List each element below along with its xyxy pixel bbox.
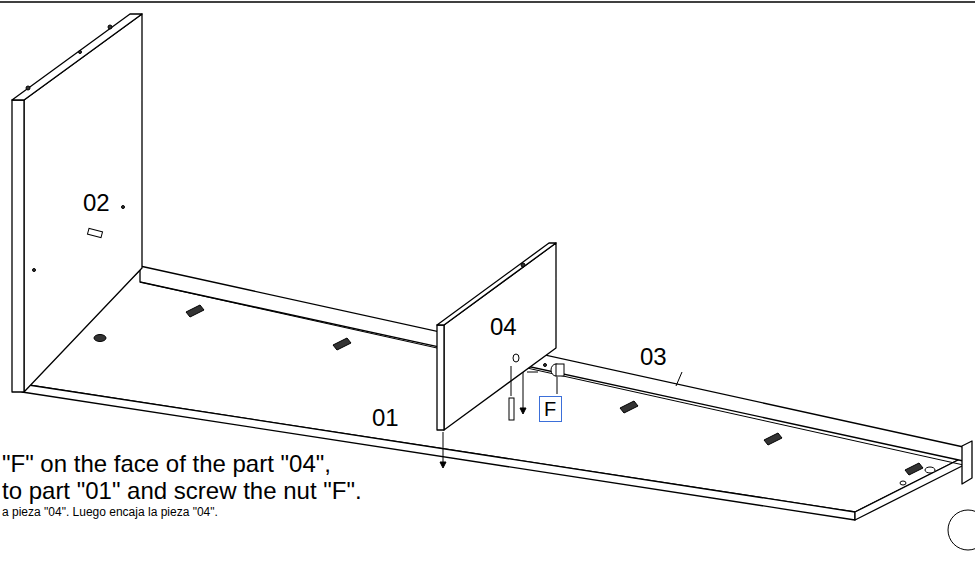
- end-piece: [962, 441, 972, 484]
- assembly-arrow: [523, 372, 524, 412]
- part-number: 03: [640, 344, 667, 370]
- assembly-arrow: [443, 432, 444, 466]
- arrow-head: [520, 408, 526, 414]
- instruction-text: to part "01" and screw the nut "F".: [2, 478, 362, 504]
- clip: [905, 463, 923, 475]
- divider-panel-top: [437, 243, 556, 325]
- side-panel-top: [12, 14, 142, 100]
- clip: [186, 305, 204, 317]
- cam-bolt-head: [513, 354, 519, 362]
- hole: [544, 364, 547, 367]
- dowel: [87, 228, 102, 237]
- clip: [764, 433, 782, 445]
- pin: [108, 25, 112, 29]
- hardware-letter: F: [544, 398, 561, 420]
- hole: [925, 467, 935, 473]
- cam-bolt: [509, 398, 514, 420]
- side-panel: [24, 14, 142, 392]
- clip: [620, 401, 638, 413]
- leader-line: [527, 372, 538, 373]
- divider-panel-edge: [437, 325, 444, 430]
- cam-nut: [556, 364, 564, 376]
- instruction-text: a pieza "04". Luego encaja la pieza "04"…: [2, 506, 218, 519]
- arrow-head: [440, 462, 446, 468]
- part-number: 04: [490, 314, 517, 340]
- part-number: 01: [372, 405, 399, 431]
- part-number: 02: [83, 190, 110, 216]
- pin: [79, 51, 82, 54]
- step-circle: [948, 510, 975, 550]
- leader-line: [511, 366, 512, 396]
- clip: [333, 338, 351, 350]
- frame-line: [0, 1, 975, 2]
- hole: [33, 269, 36, 272]
- side-panel-edge: [12, 100, 24, 392]
- base-panel-edge: [855, 455, 968, 520]
- hole: [900, 481, 906, 485]
- hardware-tag: F: [539, 396, 562, 422]
- leader-line: [557, 377, 558, 394]
- leader-line: [676, 372, 682, 386]
- pin: [26, 86, 30, 90]
- hole: [94, 335, 106, 342]
- instruction-text: "F" on the face of the part "04",: [2, 451, 331, 477]
- hole: [521, 263, 525, 267]
- hole: [122, 206, 125, 209]
